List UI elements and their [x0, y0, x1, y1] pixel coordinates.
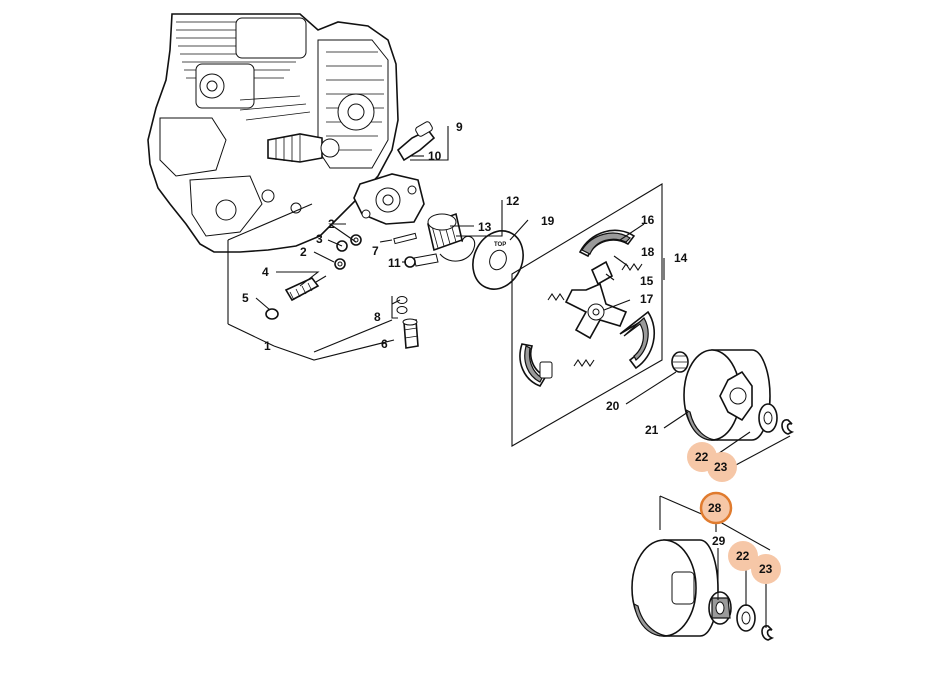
- highlight-23-bottom: [751, 554, 781, 584]
- part-17-clutch-hub: [564, 282, 628, 340]
- part-2-nut-b: [334, 258, 346, 270]
- highlight-22-bottom: [728, 541, 758, 571]
- callout-29[interactable]: 29: [712, 534, 726, 548]
- callout-22-bottom[interactable]: 22: [736, 549, 750, 563]
- callout-1[interactable]: 1: [264, 339, 271, 353]
- callout-14[interactable]: 14: [674, 251, 688, 265]
- leader-lines: [227, 126, 791, 628]
- callout-5[interactable]: 5: [242, 291, 249, 305]
- part-18-spring: [621, 263, 643, 271]
- callout-6[interactable]: 6: [381, 337, 388, 351]
- part-4-adjust-screw: [284, 275, 327, 302]
- part-13-worm: [427, 212, 463, 252]
- callout-21[interactable]: 21: [645, 423, 659, 437]
- highlight-23-top: [707, 452, 737, 482]
- part-23-eclip-bottom: [761, 625, 775, 641]
- callout-3[interactable]: 3: [316, 232, 323, 246]
- callout-28[interactable]: 28: [708, 501, 722, 515]
- part-22-washer-top: [758, 403, 778, 433]
- part-22-washer-bottom: [736, 604, 756, 632]
- callout-16[interactable]: 16: [641, 213, 655, 227]
- oil-pump-group: [265, 121, 476, 349]
- part-19-thrust-washer: TOP: [472, 230, 524, 290]
- part-21-clutch-drum: [683, 349, 771, 441]
- callout-9[interactable]: 9: [456, 120, 463, 134]
- clutch-parts: [519, 229, 656, 387]
- part-11-screw: [404, 253, 439, 268]
- callout-8[interactable]: 8: [374, 310, 381, 324]
- callout-11[interactable]: 11: [388, 256, 401, 270]
- part-5-cap: [265, 308, 279, 320]
- callout-18[interactable]: 18: [641, 245, 655, 259]
- part-15-cover: [590, 260, 614, 286]
- hub-spring-left: [547, 293, 565, 301]
- spring-clip: [439, 235, 476, 262]
- clutch-frame: [511, 183, 663, 447]
- part-2-nut-a: [350, 234, 362, 246]
- callout-10[interactable]: 10: [428, 149, 442, 163]
- part-6-fitting: [402, 318, 419, 349]
- callout-7[interactable]: 7: [372, 244, 379, 258]
- callout-23-top[interactable]: 23: [714, 460, 728, 474]
- part-20-needle-bearing: [671, 351, 689, 373]
- callout-labels: 1 2 2 3 4 5 6 7 8 9 10 11 12 13 14 15 16…: [242, 120, 773, 576]
- rim-clutch-drum: [631, 539, 719, 637]
- part-7-pin: [393, 232, 418, 245]
- crankcase-illustration: [147, 13, 399, 253]
- callout-13[interactable]: 13: [478, 220, 492, 234]
- callout-22-top[interactable]: 22: [695, 450, 709, 464]
- part-9-fitting: [396, 121, 436, 162]
- callout-20[interactable]: 20: [606, 399, 620, 413]
- part-29-rim-sprocket: [708, 591, 732, 625]
- callout-12[interactable]: 12: [506, 194, 520, 208]
- part-23-eclip-top: [781, 419, 795, 435]
- part-8-orings: [396, 296, 408, 314]
- hub-spring-lower: [573, 359, 595, 367]
- clutch-shoe-right: [619, 310, 656, 370]
- callout-2a[interactable]: 2: [328, 217, 335, 231]
- callout-highlights: [687, 442, 781, 584]
- part-16-clutch-shoe: [578, 229, 636, 258]
- highlight-28-selected: [699, 491, 733, 525]
- callout-4[interactable]: 4: [262, 265, 269, 279]
- oil-pump-body: [353, 173, 425, 225]
- callout-2b[interactable]: 2: [300, 245, 307, 259]
- callout-23-bottom[interactable]: 23: [759, 562, 773, 576]
- clutch-shoe-left: [519, 343, 553, 387]
- callout-15[interactable]: 15: [640, 274, 654, 288]
- thrust-washer-top-label: TOP: [494, 242, 506, 248]
- callout-17[interactable]: 17: [640, 292, 654, 306]
- callout-19[interactable]: 19: [541, 214, 555, 228]
